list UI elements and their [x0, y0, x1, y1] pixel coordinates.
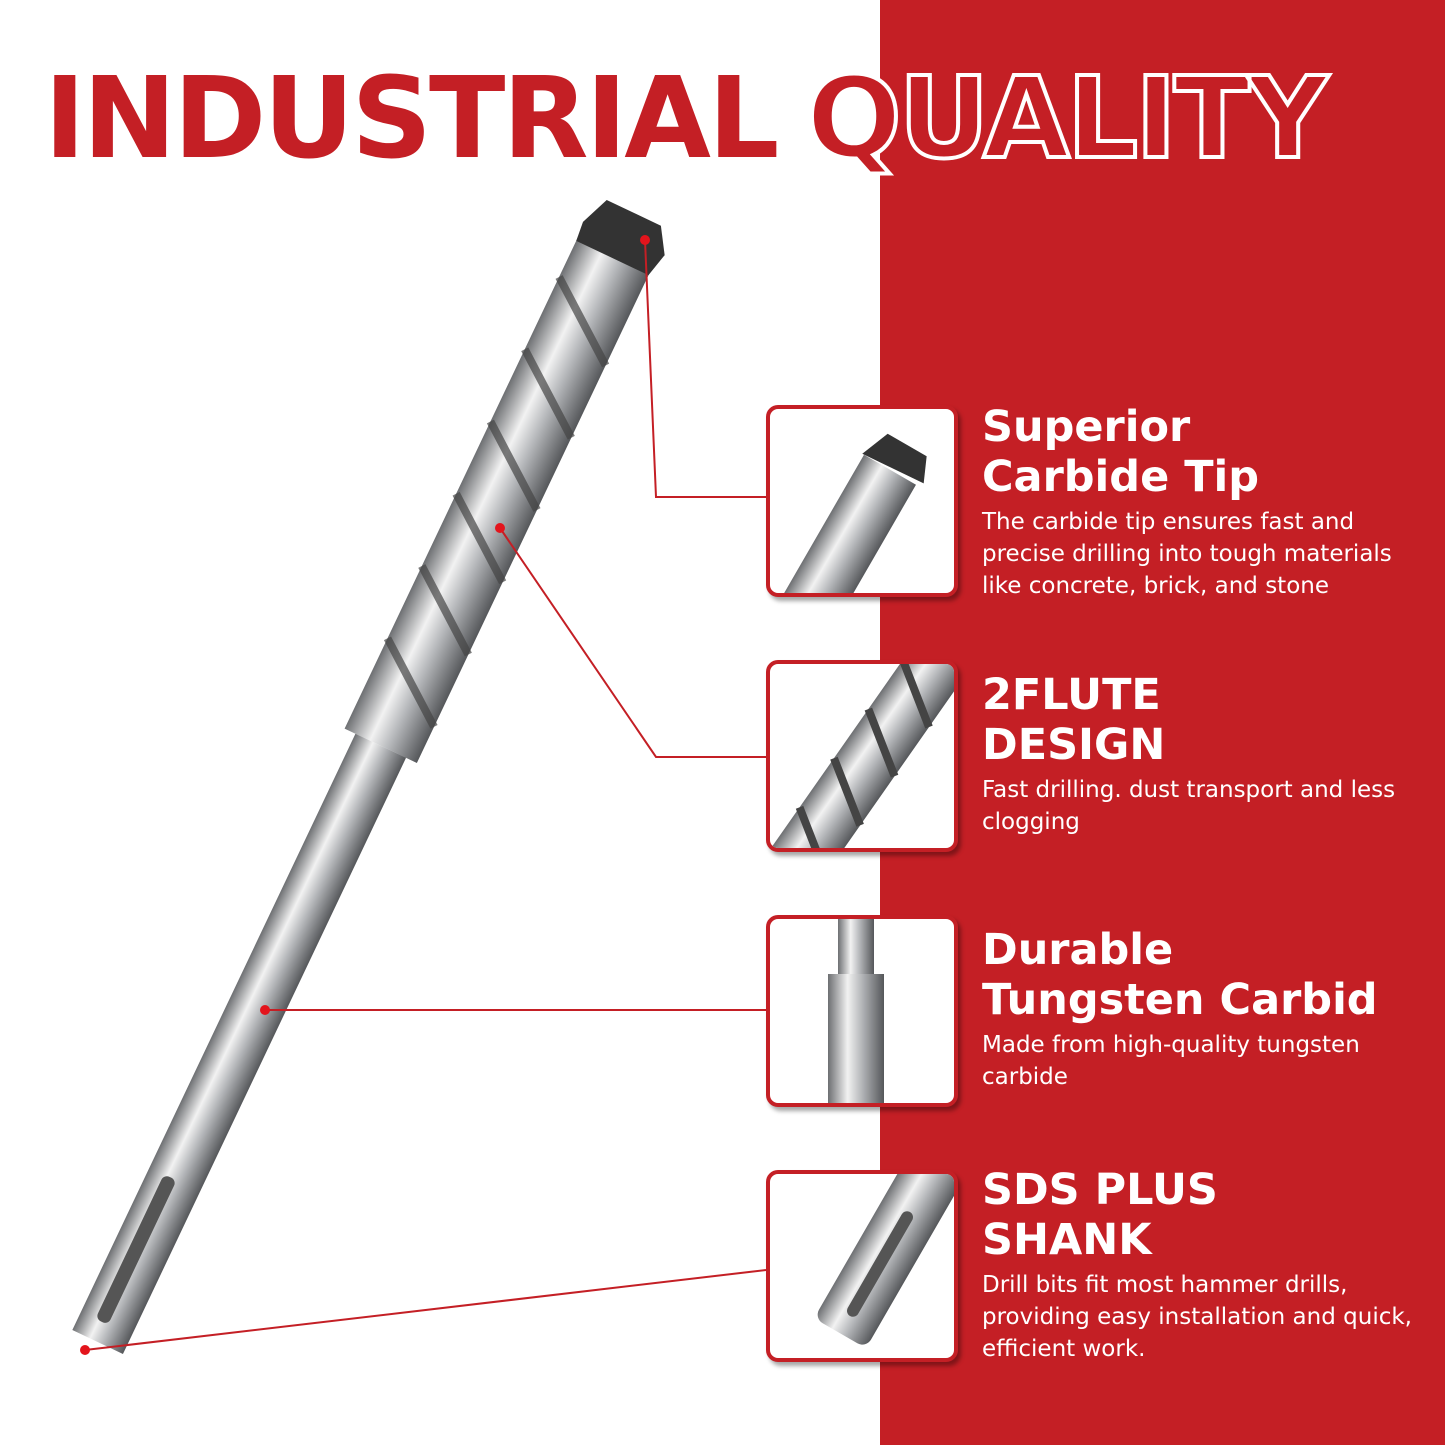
feature-title: Tungsten Carbid	[982, 975, 1378, 1025]
headline-quality: QUALITY	[804, 52, 1330, 186]
callout-lines	[84, 239, 767, 1351]
callout-dot	[80, 1345, 90, 1355]
shank-closeup	[766, 915, 958, 1107]
drill-shank	[72, 733, 407, 1355]
callout-dot	[640, 235, 650, 245]
flute-closeup	[766, 660, 958, 852]
feature-title: SHANK	[982, 1215, 1152, 1265]
feature-description: The carbide tip ensures fast and precise…	[982, 509, 1392, 599]
feature-description: Drill bits fit most hammer drills, provi…	[982, 1272, 1412, 1362]
drill-flute-body	[344, 222, 658, 763]
feature-title: DESIGN	[982, 720, 1166, 770]
headline-industrial: INDUSTRIAL	[44, 54, 779, 184]
red-background-panel	[880, 0, 1445, 1445]
carbide-tip-closeup	[766, 405, 958, 597]
sds-slot	[97, 1176, 175, 1323]
callout-dot	[260, 1005, 270, 1015]
feature-title: Carbide Tip	[982, 452, 1260, 502]
feature-title: 2FLUTE	[982, 670, 1161, 720]
feature-description: Fast drilling. dust transport and less c…	[982, 777, 1396, 835]
callout-dot	[495, 523, 505, 533]
feature-title: Superior	[982, 402, 1191, 452]
sds-shank-closeup	[766, 1170, 958, 1362]
carbide-tip	[576, 199, 665, 276]
feature-description: Made from high-quality tungsten carbide	[982, 1032, 1360, 1090]
feature-title: Durable	[982, 925, 1174, 975]
feature-title: SDS PLUS	[982, 1165, 1218, 1215]
